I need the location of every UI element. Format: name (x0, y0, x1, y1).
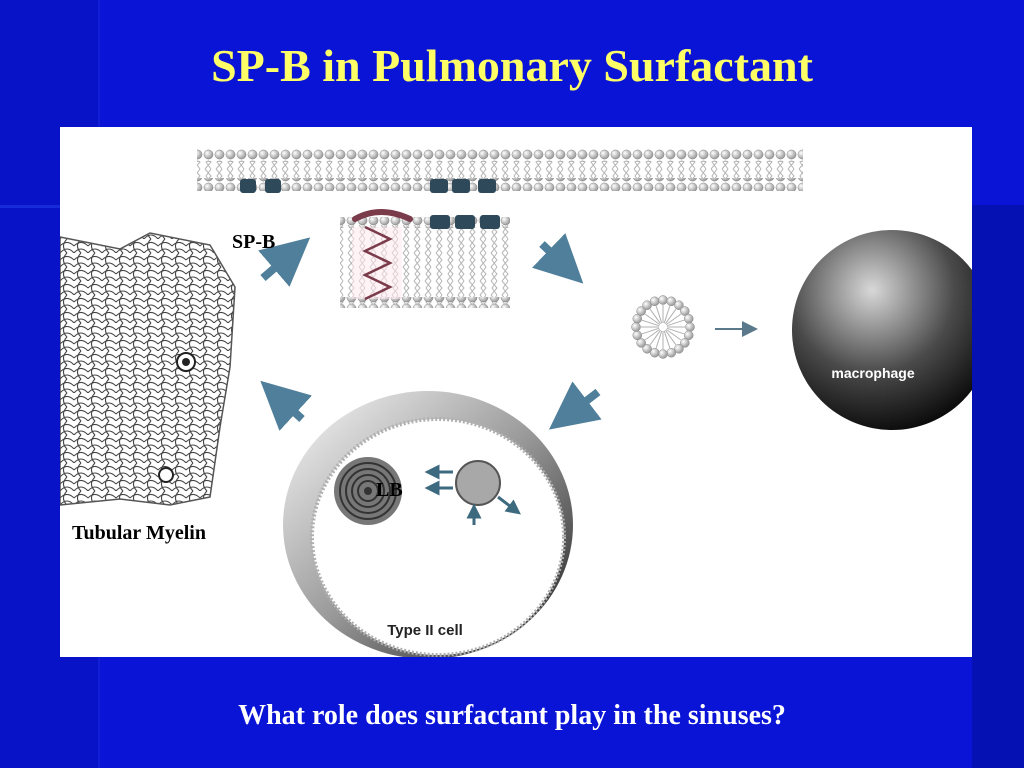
macrophage-cell: macrophage (792, 230, 972, 430)
slide-title: SP-B in Pulmonary Surfactant (211, 40, 813, 91)
slide-question: What role does surfactant play in the si… (238, 700, 786, 731)
background-right-panel (972, 205, 1024, 768)
tubular-myelin-label: Tubular Myelin (72, 522, 206, 544)
arrow-to-tubular-myelin (260, 380, 312, 431)
cycle-arrows (258, 233, 602, 431)
arrow-to-micelle (532, 233, 584, 284)
lipid-micelle (631, 295, 695, 359)
arrow-to-spb (258, 237, 311, 287)
type-ii-cell: Type II cell (283, 391, 573, 657)
spb-label: SP-B (232, 231, 276, 253)
surface-monolayer (197, 149, 803, 193)
secretory-vesicle (455, 460, 501, 506)
lamellar-body (334, 457, 402, 525)
diagram-canvas: macrophage (60, 149, 972, 657)
surfactant-cycle-diagram: macrophage (60, 127, 972, 657)
tubular-myelin-structure (60, 232, 236, 506)
macrophage-label: macrophage (831, 365, 914, 381)
lb-label: LB (376, 479, 403, 501)
spb-bilayer-block (340, 209, 510, 308)
type-ii-cell-label: Type II cell (387, 622, 463, 639)
arrow-to-type-ii-cell (548, 381, 602, 430)
